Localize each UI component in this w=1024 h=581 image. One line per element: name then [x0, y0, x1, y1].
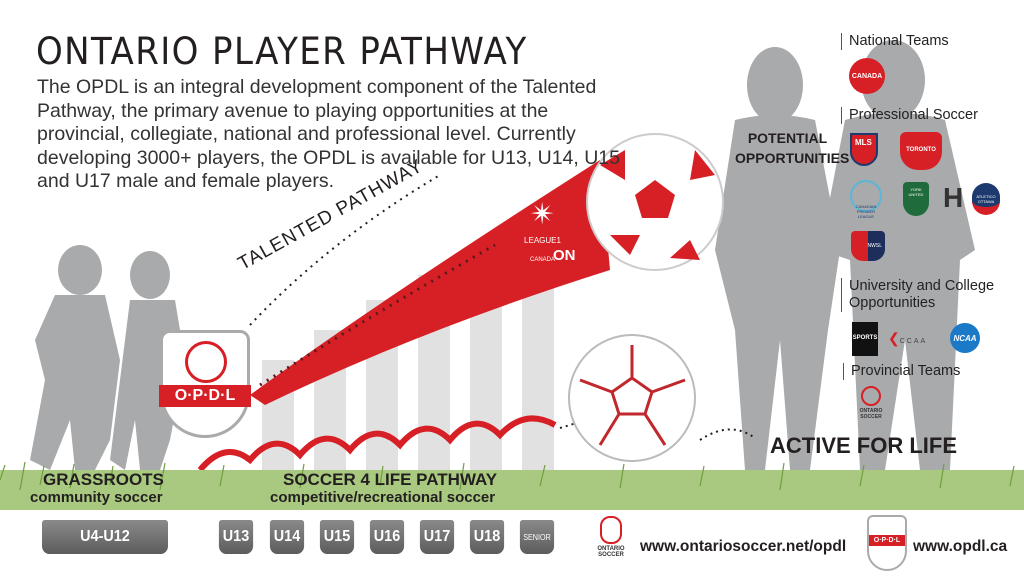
- potential-opportunities: POTENTIAL OPPORTUNITIES: [735, 130, 850, 166]
- professional-soccer-header: Professional Soccer: [841, 107, 978, 124]
- league1-sub: CANADA: [529, 257, 555, 263]
- soccer-ball-bottom: [568, 334, 696, 462]
- age-u4-u12[interactable]: U4-U12: [42, 520, 168, 554]
- canada-logo: CANADA: [849, 58, 885, 94]
- age-u15[interactable]: U15: [319, 520, 355, 554]
- ontario-soccer-logo: ONTARIO SOCCER: [595, 516, 627, 558]
- age-u18[interactable]: U18: [469, 520, 505, 554]
- soccer4life-sub: competitive/recreational soccer: [270, 489, 496, 506]
- u-sports-logo: SPORTS: [852, 322, 878, 356]
- grassroots-sub: community soccer: [30, 489, 163, 506]
- hfx-wanderers-logo: H: [943, 182, 964, 213]
- ontario-soccer-logo-small: ONTARIO SOCCER: [857, 386, 885, 420]
- league1-text: LEAGUE1: [524, 236, 561, 245]
- provincial-teams-header: Provincial Teams: [843, 363, 960, 380]
- opdl-logo-small: O·P·D·L: [867, 515, 907, 571]
- age-senior[interactable]: SENIOR: [519, 520, 555, 554]
- player-silhouette: [715, 40, 975, 470]
- ccaa-logo: ❮CCAA: [888, 330, 928, 346]
- nwsl-logo: NWSL: [851, 231, 885, 261]
- talented-pathway-swoosh: [250, 160, 610, 405]
- ball-icon: [185, 341, 227, 383]
- soccer-ball-top: [586, 133, 724, 271]
- opdl-badge-text: O·P·D·L: [159, 385, 251, 407]
- grassroots-title: GRASSROOTS: [43, 470, 164, 489]
- active-for-life: ACTIVE FOR LIFE: [770, 433, 957, 458]
- page-title: ONTARIO PLAYER PATHWAY: [36, 30, 528, 73]
- mls-logo: MLS: [850, 133, 878, 166]
- ncaa-logo: NCAA: [950, 323, 980, 353]
- ccaa-text: CCAA: [899, 338, 928, 345]
- league1-on: ON: [553, 247, 576, 264]
- ontario-soccer-logo-text: ONTARIO SOCCER: [597, 546, 625, 558]
- ontario-soccer-text: ONTARIO SOCCER: [859, 408, 883, 420]
- intro-text: The OPDL is an integral development comp…: [37, 76, 621, 192]
- soccer4life-arcs: [197, 415, 557, 472]
- age-u16[interactable]: U16: [369, 520, 405, 554]
- ontario-soccer-url[interactable]: www.ontariosoccer.net/opdl: [640, 538, 847, 555]
- toronto-fc-logo: TORONTO: [900, 132, 942, 170]
- age-u13[interactable]: U13: [218, 520, 254, 554]
- atletico-ottawa-logo: ATLETICO OTTAWA: [972, 183, 1000, 215]
- age-u17[interactable]: U17: [419, 520, 455, 554]
- university-header: University and College Opportunities: [841, 278, 1021, 312]
- national-teams-header: National Teams: [841, 33, 949, 50]
- star-icon: ✴: [529, 198, 556, 231]
- cpl-logo: CANADIAN PREMIER LEAGUE: [850, 180, 882, 219]
- york-united-logo: YORK UNITED: [903, 182, 929, 216]
- opdl-badge: O·P·D·L: [159, 330, 251, 438]
- opdl-url[interactable]: www.opdl.ca: [913, 538, 1008, 555]
- league1-logo: ✴ LEAGUE1 CANADA ON: [505, 200, 580, 266]
- soccer4life-title: SOCCER 4 LIFE PATHWAY: [283, 470, 498, 489]
- opdl-logo-small-text: O·P·D·L: [869, 535, 905, 546]
- grass-band: [0, 470, 1024, 510]
- age-u14[interactable]: U14: [269, 520, 305, 554]
